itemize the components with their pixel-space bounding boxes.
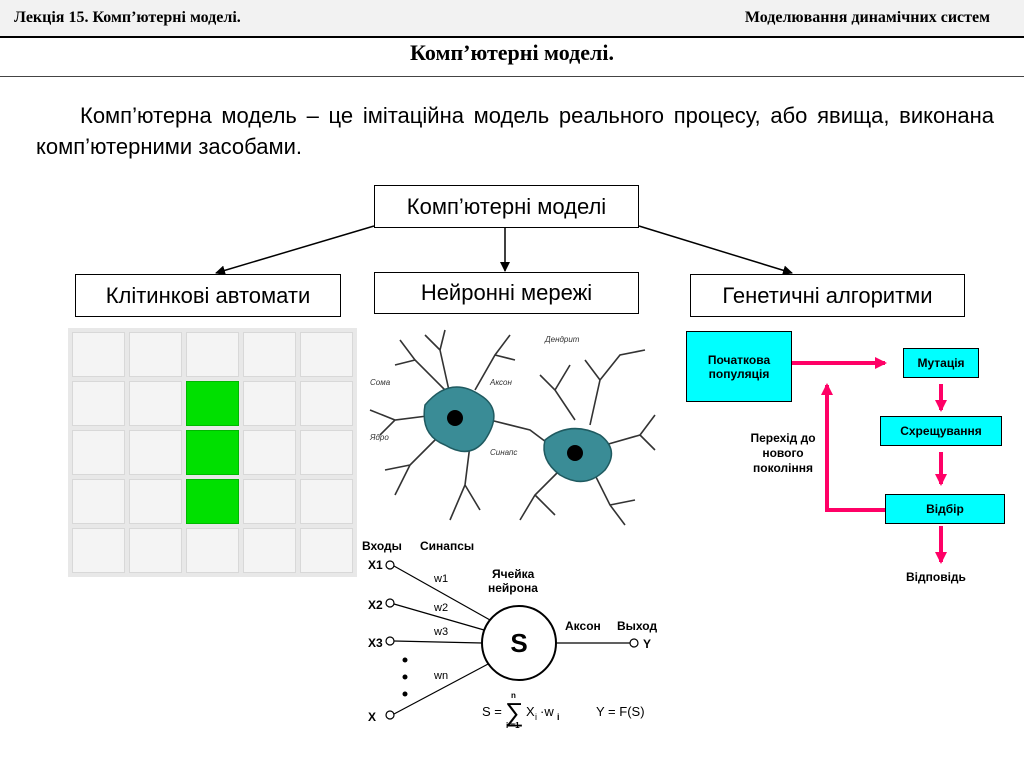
formula-sum-prefix: S = — [482, 704, 502, 719]
arrow-to-cellular — [215, 225, 375, 276]
ellipsis-dot-3 — [402, 691, 408, 697]
output-node — [629, 638, 639, 648]
tree-root-box: Комп’ютерні моделі — [374, 185, 639, 228]
input-node-n — [385, 710, 395, 720]
neuron-sum-node — [481, 605, 557, 681]
slide-title: Комп’ютерні моделі. — [410, 40, 614, 65]
lecture-title: Лекція 15. Комп’ютерні моделі. — [14, 9, 241, 26]
grid-cell — [300, 332, 353, 377]
genetic-algorithms-box: Генетичні алгоритми — [690, 274, 965, 317]
grid-cell — [129, 332, 182, 377]
output-label: Выход — [617, 619, 657, 633]
grid-cell — [72, 381, 125, 426]
grid-cell-active — [186, 430, 239, 475]
ellipsis-dot-1 — [402, 657, 408, 663]
cellular-automata-box: Клітинкові автомати — [75, 274, 341, 317]
grid-cell — [243, 528, 296, 573]
grid-cell — [72, 479, 125, 524]
label-synapse: Синапс — [490, 448, 517, 457]
formula-subscript-i-2: i — [557, 712, 560, 722]
input-x1: X1 — [368, 558, 383, 572]
grid-cell — [186, 528, 239, 573]
answer-label: Відповідь — [906, 570, 966, 584]
grid-cell — [129, 479, 182, 524]
initial-population-box: Початкова популяція — [686, 331, 792, 402]
ellipsis-dot-2 — [402, 674, 408, 680]
label-dendrite: Дендрит — [544, 335, 580, 344]
synapses-label: Синапсы — [420, 539, 474, 553]
next-generation-label: Перехід до нового покоління — [750, 431, 816, 475]
perceptron-diagram: Входы Синапсы Ячейка нейрона X1 X2 X3 X … — [362, 539, 657, 730]
synapse-line-n — [393, 662, 491, 715]
formula-w: ·w — [540, 704, 554, 719]
grid-cell — [72, 332, 125, 377]
grid-cell — [72, 430, 125, 475]
grid-cell — [300, 430, 353, 475]
label-soma: Сома — [370, 378, 391, 387]
formula-upper-limit: n — [511, 691, 516, 700]
grid-cell — [129, 381, 182, 426]
grid-cell — [243, 479, 296, 524]
course-title: Моделювання динамічних систем — [744, 9, 990, 26]
synapse-line-2 — [393, 603, 485, 631]
grid-cell — [300, 381, 353, 426]
weight-wn: wn — [433, 670, 448, 682]
input-x2: X2 — [368, 598, 383, 612]
label-nucleus: Ядро — [369, 433, 389, 442]
sum-symbol: S — [510, 628, 527, 658]
cellular-automaton-grid — [68, 328, 357, 577]
grid-cell-active — [186, 381, 239, 426]
weight-w1: w1 — [433, 573, 448, 585]
formula-lower-limit: i =1 — [506, 721, 520, 730]
synapse-line-3 — [393, 640, 483, 644]
title-divider — [0, 76, 1024, 77]
neuron-nucleus-2 — [567, 445, 583, 461]
biological-neuron-illustration: Дендрит Аксон Сома Ядро Синапс — [369, 329, 656, 526]
grid-cell — [243, 332, 296, 377]
grid-cell-active — [186, 479, 239, 524]
grid-cell — [243, 430, 296, 475]
formula-x: X — [526, 704, 535, 719]
definition-paragraph: Комп’ютерна модель – це імітаційна модел… — [36, 103, 994, 159]
grid-cell — [72, 528, 125, 573]
neural-networks-box: Нейронні мережі — [374, 272, 639, 314]
weight-w2: w2 — [433, 602, 448, 614]
inputs-label: Входы — [362, 539, 402, 553]
grid-cell — [300, 528, 353, 573]
output-symbol: Y — [643, 637, 651, 651]
grid-cell — [186, 332, 239, 377]
axon-label: Аксон — [565, 619, 601, 633]
neuron-nucleus-1 — [447, 410, 463, 426]
arrow-to-genetic — [638, 225, 793, 276]
input-xn: X — [368, 710, 376, 724]
formula-output: Y = F(S) — [596, 704, 645, 719]
neuron-dendrites — [369, 329, 656, 526]
synapse-line-1 — [393, 565, 491, 621]
neuron-cell-label-1: Ячейка — [492, 567, 535, 581]
mutation-box: Мутація — [903, 348, 979, 378]
selection-box: Відбір — [885, 494, 1005, 524]
grid-cell — [300, 479, 353, 524]
grid-cell — [243, 381, 296, 426]
grid-cell — [129, 528, 182, 573]
crossover-box: Схрещування — [880, 416, 1002, 446]
weight-w3: w3 — [433, 626, 448, 638]
grid-cell — [129, 430, 182, 475]
formula-sigma: ∑ — [505, 697, 524, 727]
formula-subscript-i: i — [535, 712, 537, 722]
header-bar — [0, 0, 1024, 38]
header-divider — [0, 36, 1024, 38]
neuron-cell-label-2: нейрона — [488, 581, 538, 595]
input-x3: X3 — [368, 636, 383, 650]
arrow-loop-back — [821, 383, 885, 512]
input-node-1 — [385, 560, 395, 570]
input-node-2 — [385, 598, 395, 608]
label-axon: Аксон — [489, 378, 512, 387]
